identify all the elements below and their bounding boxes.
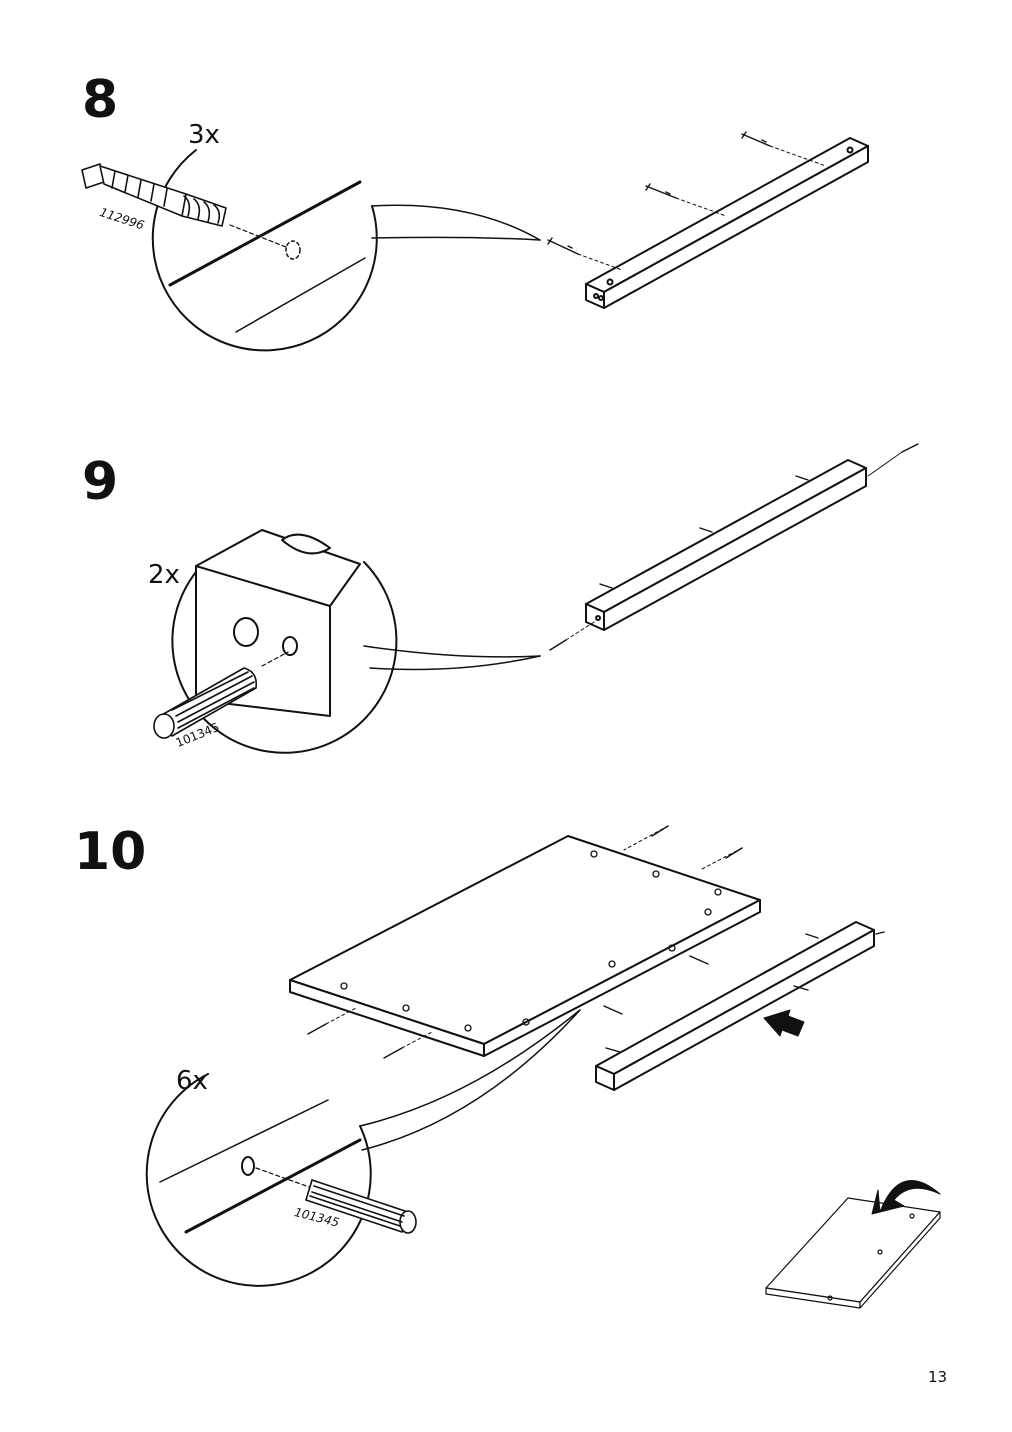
page-number: 13 xyxy=(928,1368,948,1386)
step-8-detail-callout xyxy=(151,149,541,352)
step-10-rail xyxy=(595,921,885,1091)
step-9-number: 9 xyxy=(82,452,119,512)
step-10-number: 10 xyxy=(74,822,147,882)
step-10-quantity: 6x xyxy=(176,1066,208,1096)
wooden-dowel-icon xyxy=(153,667,258,739)
step-9-quantity: 2x xyxy=(148,560,180,590)
step-8-quantity: 3x xyxy=(188,120,220,150)
flip-over-arrow-icon xyxy=(871,1180,941,1215)
step-8-number: 8 xyxy=(82,70,119,130)
step-9-rail xyxy=(549,443,919,651)
step-10-panel xyxy=(289,825,761,1059)
step-9-detail-callout xyxy=(171,529,541,754)
flip-over-preview xyxy=(765,1197,941,1309)
cam-bolt-icon xyxy=(81,163,227,227)
step-8-rail xyxy=(547,131,869,309)
wooden-dowel-icon xyxy=(305,1179,417,1234)
insertion-arrow-icon xyxy=(763,1009,805,1037)
step-10-detail-callout xyxy=(145,1009,581,1287)
